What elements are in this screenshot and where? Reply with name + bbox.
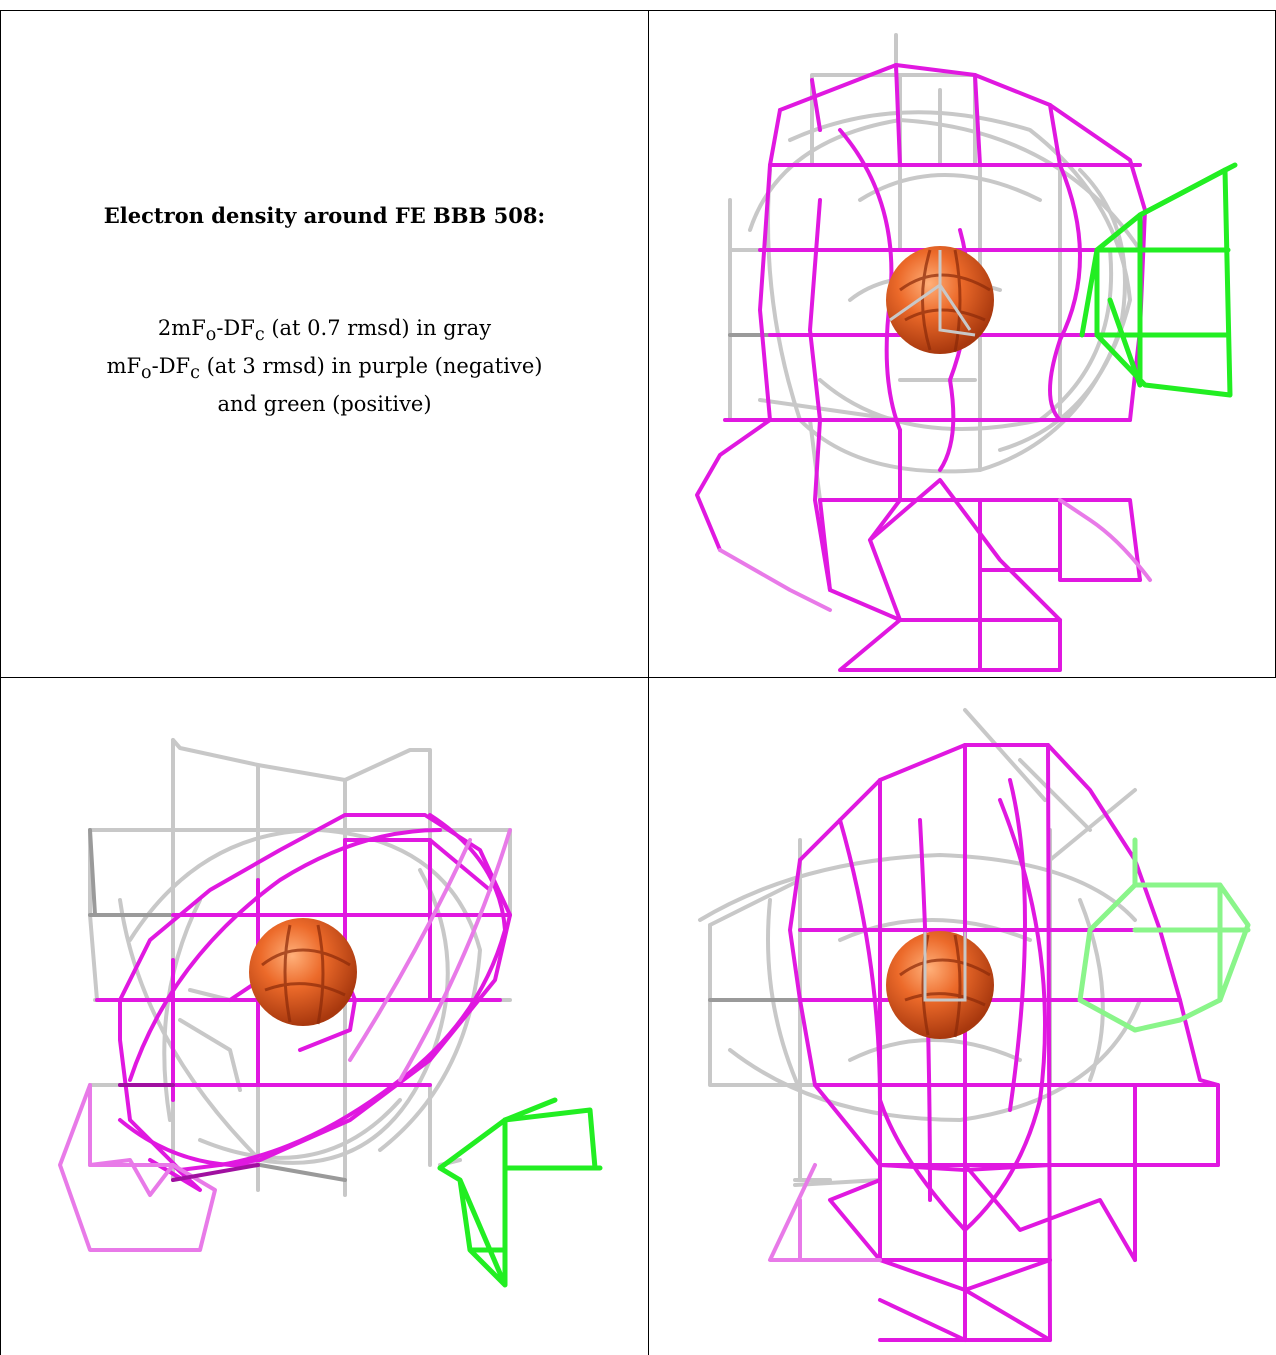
mesh-view-top-right [695, 33, 1238, 672]
density-view-panel-2 [0, 677, 649, 1355]
density-view-panel-3 [648, 677, 1276, 1355]
legend-line-fofc: mFo-DFc (at 3 rmsd) in purple (negative) [106, 354, 543, 384]
fe-atom [886, 931, 994, 1039]
mesh-view-bottom-right [698, 708, 1251, 1342]
caption-panel [0, 10, 649, 678]
map-legend: 2mFo-DFc (at 0.7 rmsd) in gray mFo-DFc (… [0, 313, 649, 420]
legend-line-positive: and green (positive) [217, 392, 432, 417]
figure-title: Electron density around FE BBB 508: [103, 203, 546, 228]
fe-atom [249, 918, 357, 1026]
mesh-view-bottom-left [58, 738, 603, 1288]
legend-line-2fofc: 2mFo-DFc (at 0.7 rmsd) in gray [157, 316, 492, 346]
